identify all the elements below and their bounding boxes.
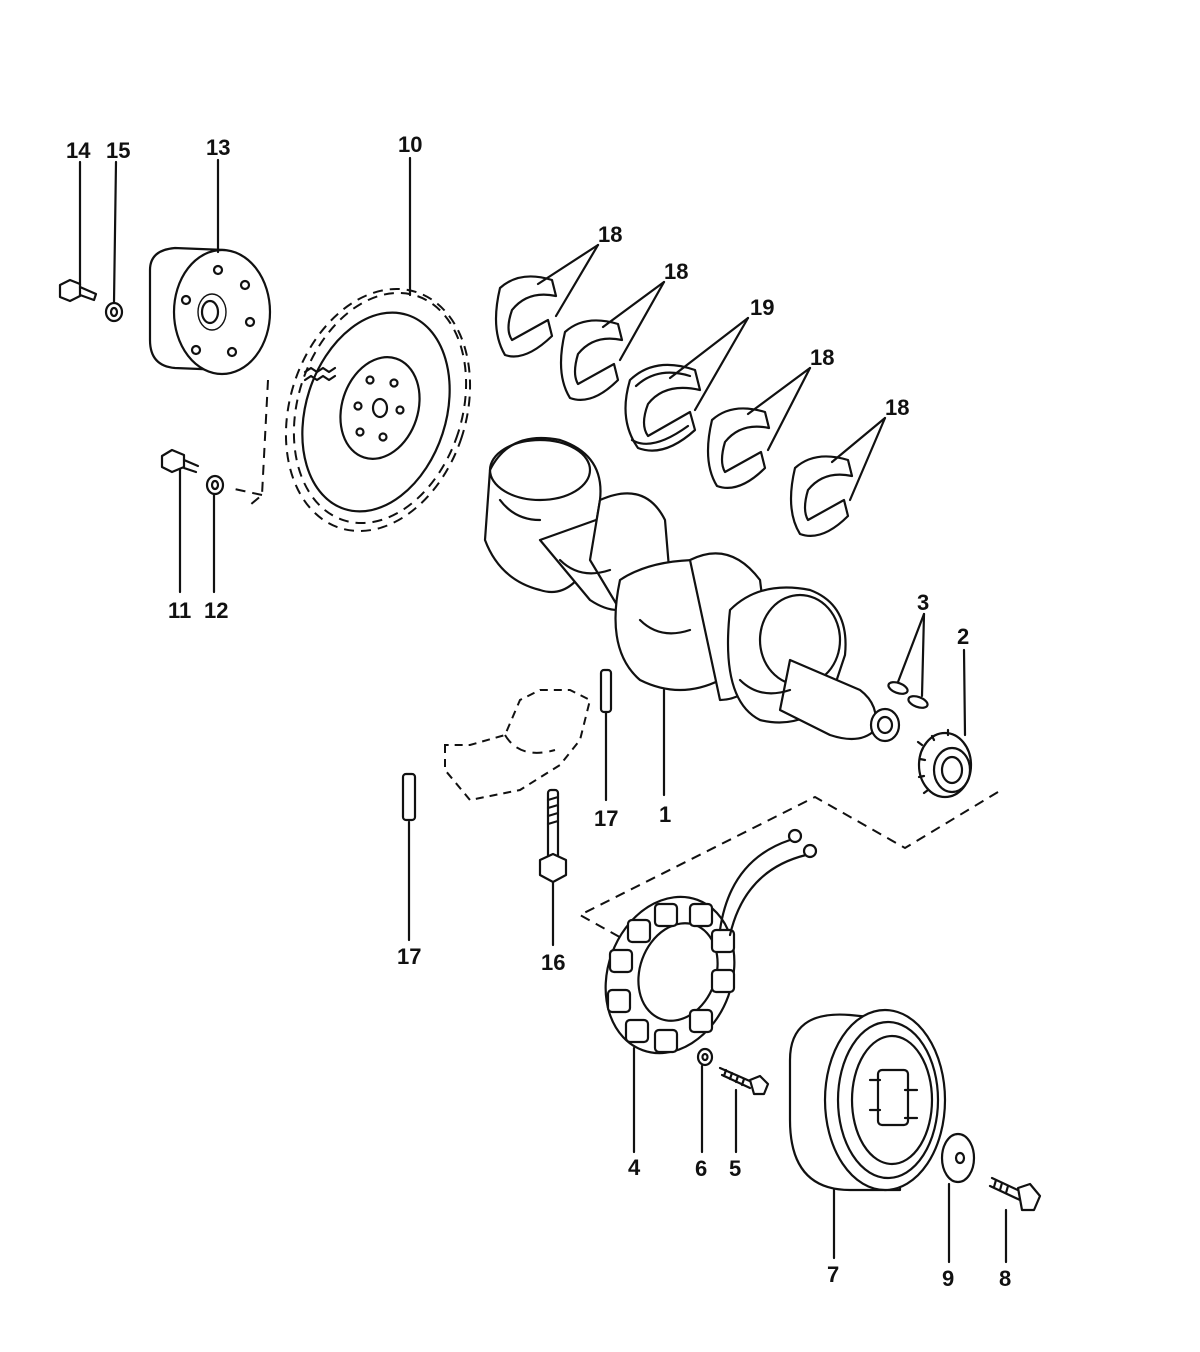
label-11: 11 (168, 598, 191, 623)
thrust-bearing[interactable] (624, 363, 702, 452)
coupler-bolt[interactable] (58, 278, 98, 303)
label-18-c: 18 (810, 345, 834, 370)
dowel-pin-lower[interactable] (401, 772, 417, 822)
main-bearing-1[interactable] (494, 275, 558, 358)
bearing-cap-phantom (444, 689, 592, 802)
label-10: 10 (398, 132, 422, 157)
label-4: 4 (628, 1155, 641, 1180)
balancer-bolt[interactable] (988, 1176, 1042, 1212)
balancer-washer[interactable] (940, 1132, 976, 1184)
label-18-d: 18 (885, 395, 909, 420)
label-1: 1 (659, 802, 671, 827)
harmonic-balancer[interactable] (788, 1008, 947, 1192)
label-19: 19 (750, 295, 774, 320)
main-bearing-2[interactable] (559, 319, 624, 401)
main-bearing-4[interactable] (789, 455, 854, 537)
label-13: 13 (206, 135, 230, 160)
crankshaft-part[interactable] (483, 436, 901, 743)
timing-gear[interactable] (916, 728, 973, 799)
leader-lines (78, 156, 1008, 1264)
coupler-part[interactable] (148, 246, 272, 376)
label-8: 8 (999, 1266, 1011, 1291)
stator-part[interactable] (584, 828, 818, 1071)
long-bolt[interactable] (538, 788, 568, 884)
label-6: 6 (695, 1156, 707, 1181)
label-15: 15 (106, 138, 130, 163)
part-labels: 14 15 13 10 18 18 19 18 18 11 12 3 2 17 … (66, 132, 1011, 1291)
coupler-washer[interactable] (104, 301, 124, 323)
woodruff-keys[interactable] (887, 680, 929, 710)
label-18-a: 18 (598, 222, 622, 247)
label-18-b: 18 (664, 259, 688, 284)
label-7: 7 (827, 1262, 839, 1287)
label-5: 5 (729, 1156, 741, 1181)
label-14: 14 (66, 138, 91, 163)
flywheel-part[interactable] (229, 265, 500, 555)
flywheel-bolt[interactable] (160, 448, 200, 474)
dowel-pin-upper[interactable] (599, 668, 613, 714)
label-12: 12 (204, 598, 228, 623)
label-16: 16 (541, 950, 565, 975)
label-9: 9 (942, 1266, 954, 1291)
stator-screw[interactable] (718, 1066, 770, 1096)
stator-washer[interactable] (696, 1047, 714, 1067)
label-17-a: 17 (594, 806, 618, 831)
main-bearing-3[interactable] (706, 407, 771, 489)
label-17-b: 17 (397, 944, 421, 969)
label-3: 3 (917, 590, 929, 615)
flywheel-washer[interactable] (205, 474, 225, 496)
label-2: 2 (957, 624, 969, 649)
